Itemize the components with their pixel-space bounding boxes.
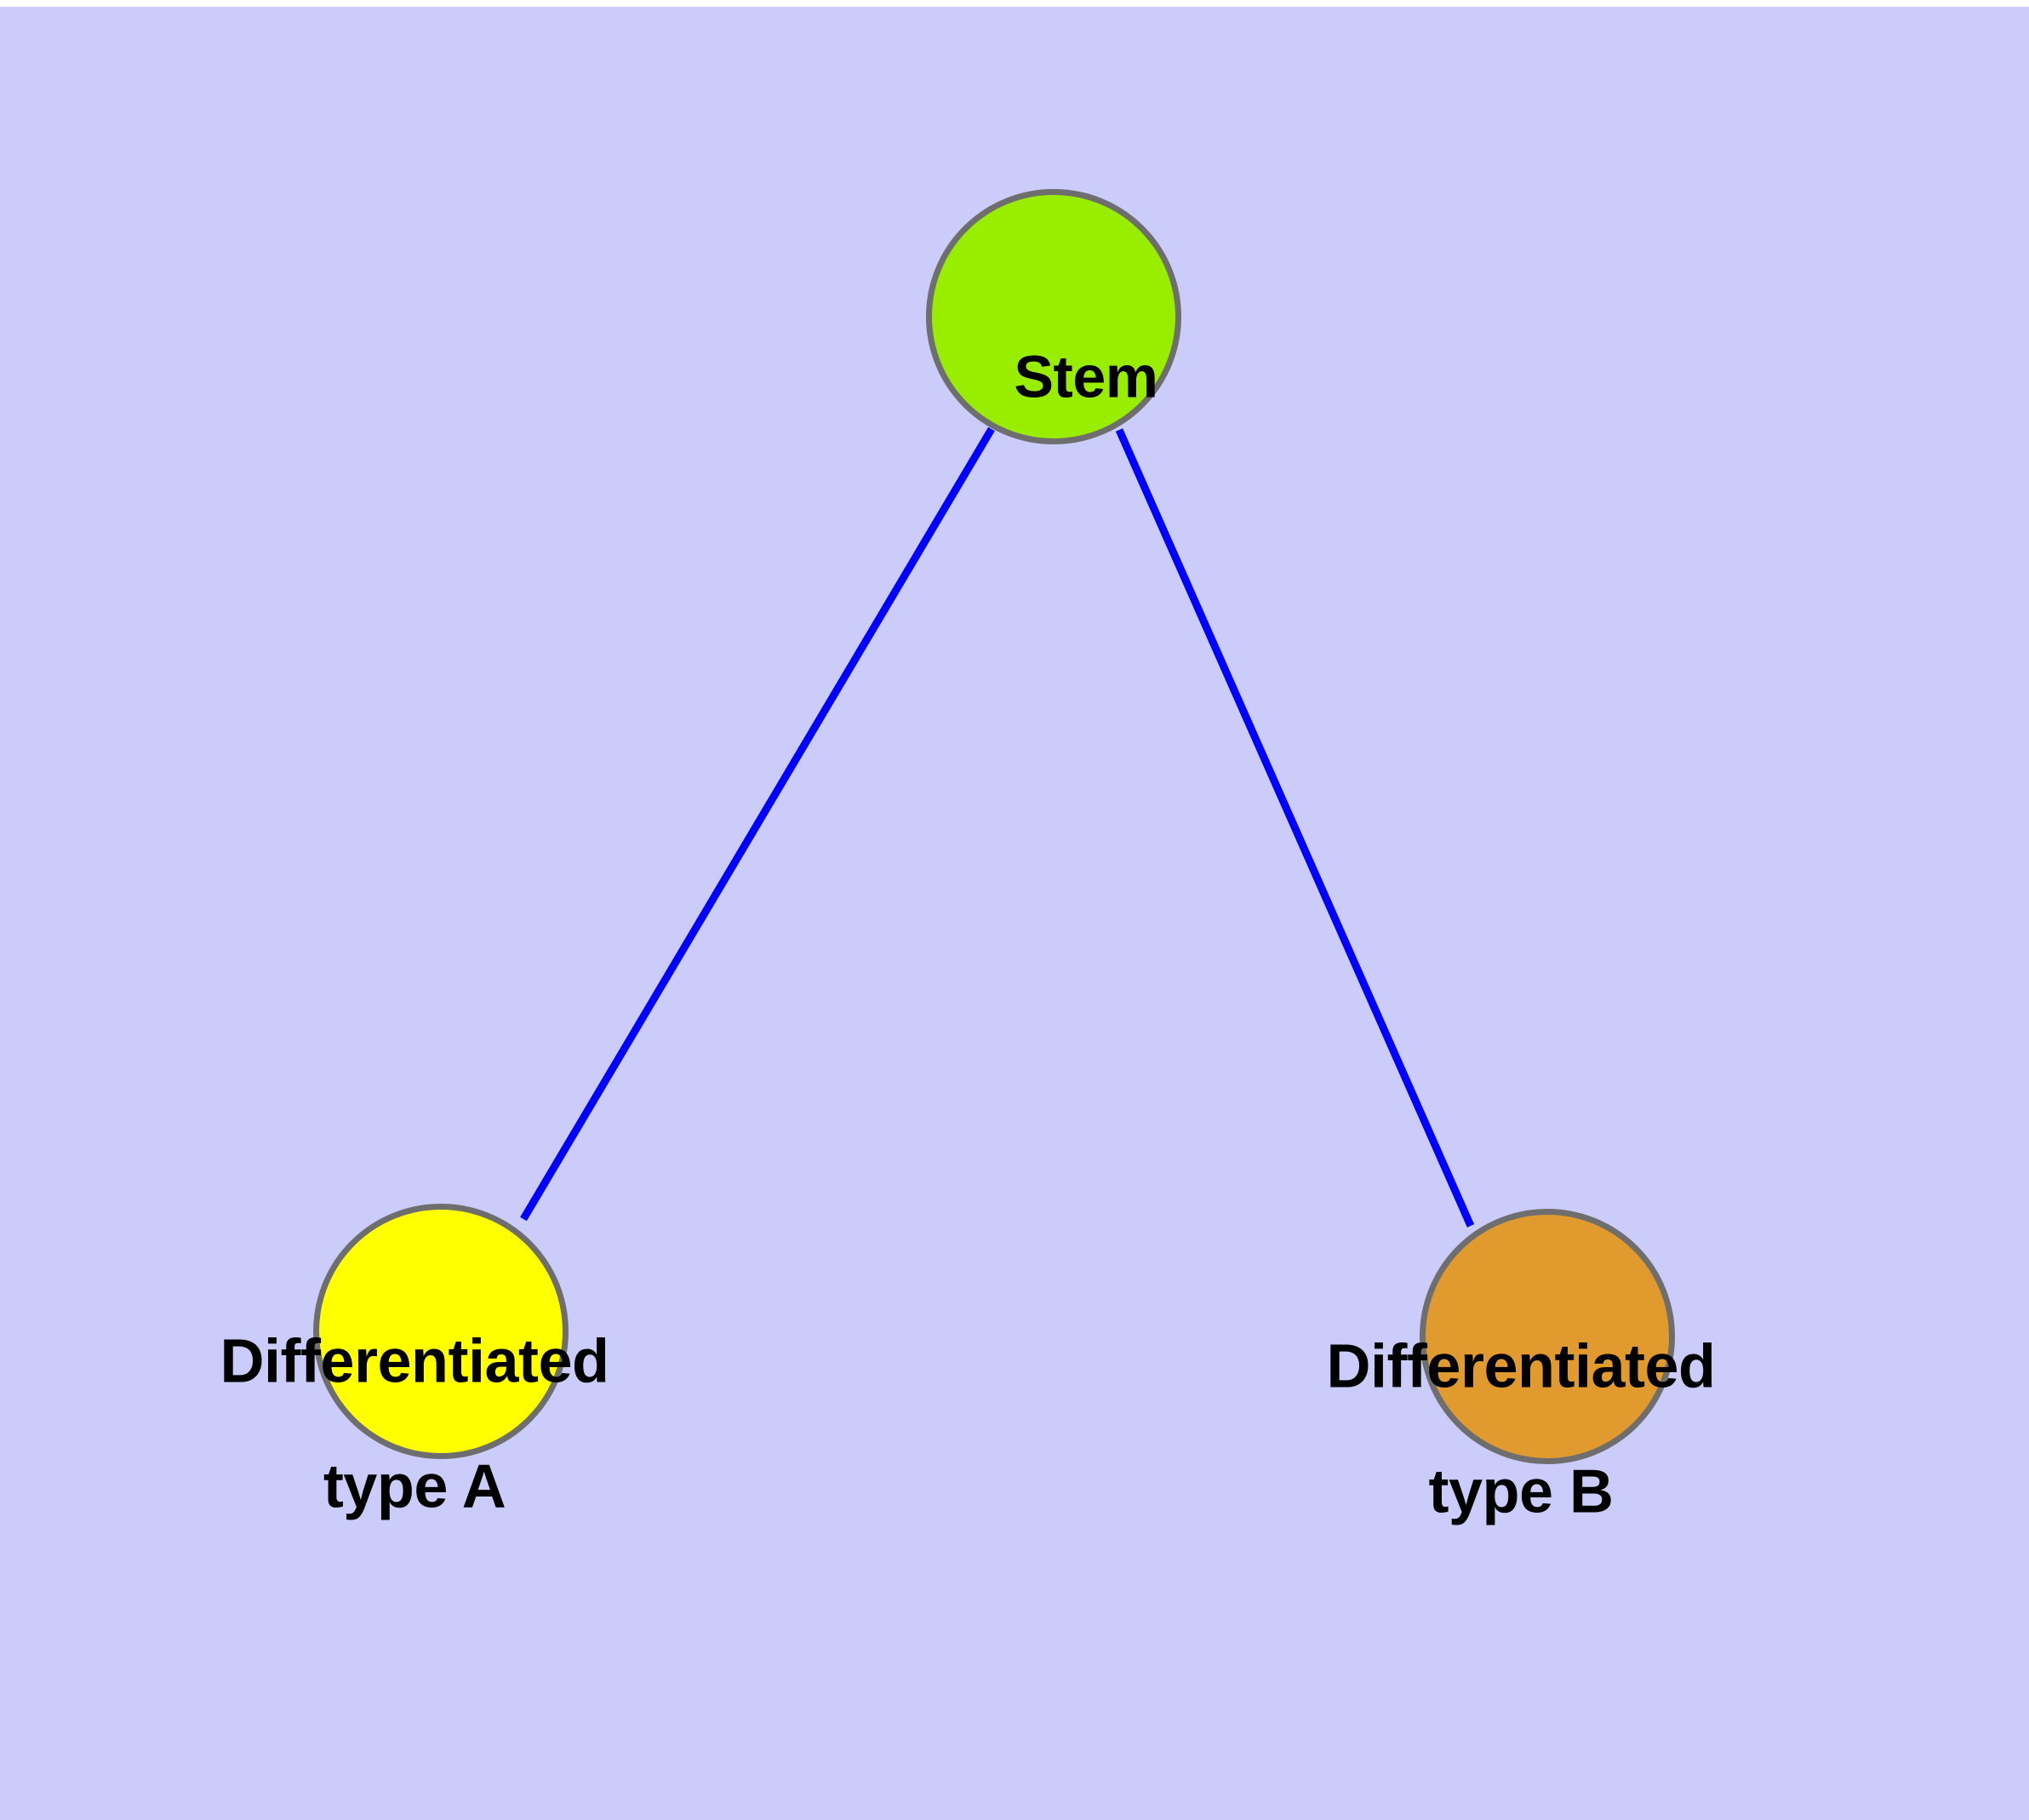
node-differentiated-type-a[interactable] <box>313 1204 569 1459</box>
nodes-layer <box>313 189 1675 1464</box>
node-differentiated-type-b[interactable] <box>1420 1209 1675 1464</box>
edge-stem-to-differentiated-type-b <box>1115 428 1475 1228</box>
edges-layer <box>520 426 1475 1228</box>
edge-stem-to-differentiated-type-a <box>520 426 995 1222</box>
node-stem[interactable] <box>926 189 1181 444</box>
